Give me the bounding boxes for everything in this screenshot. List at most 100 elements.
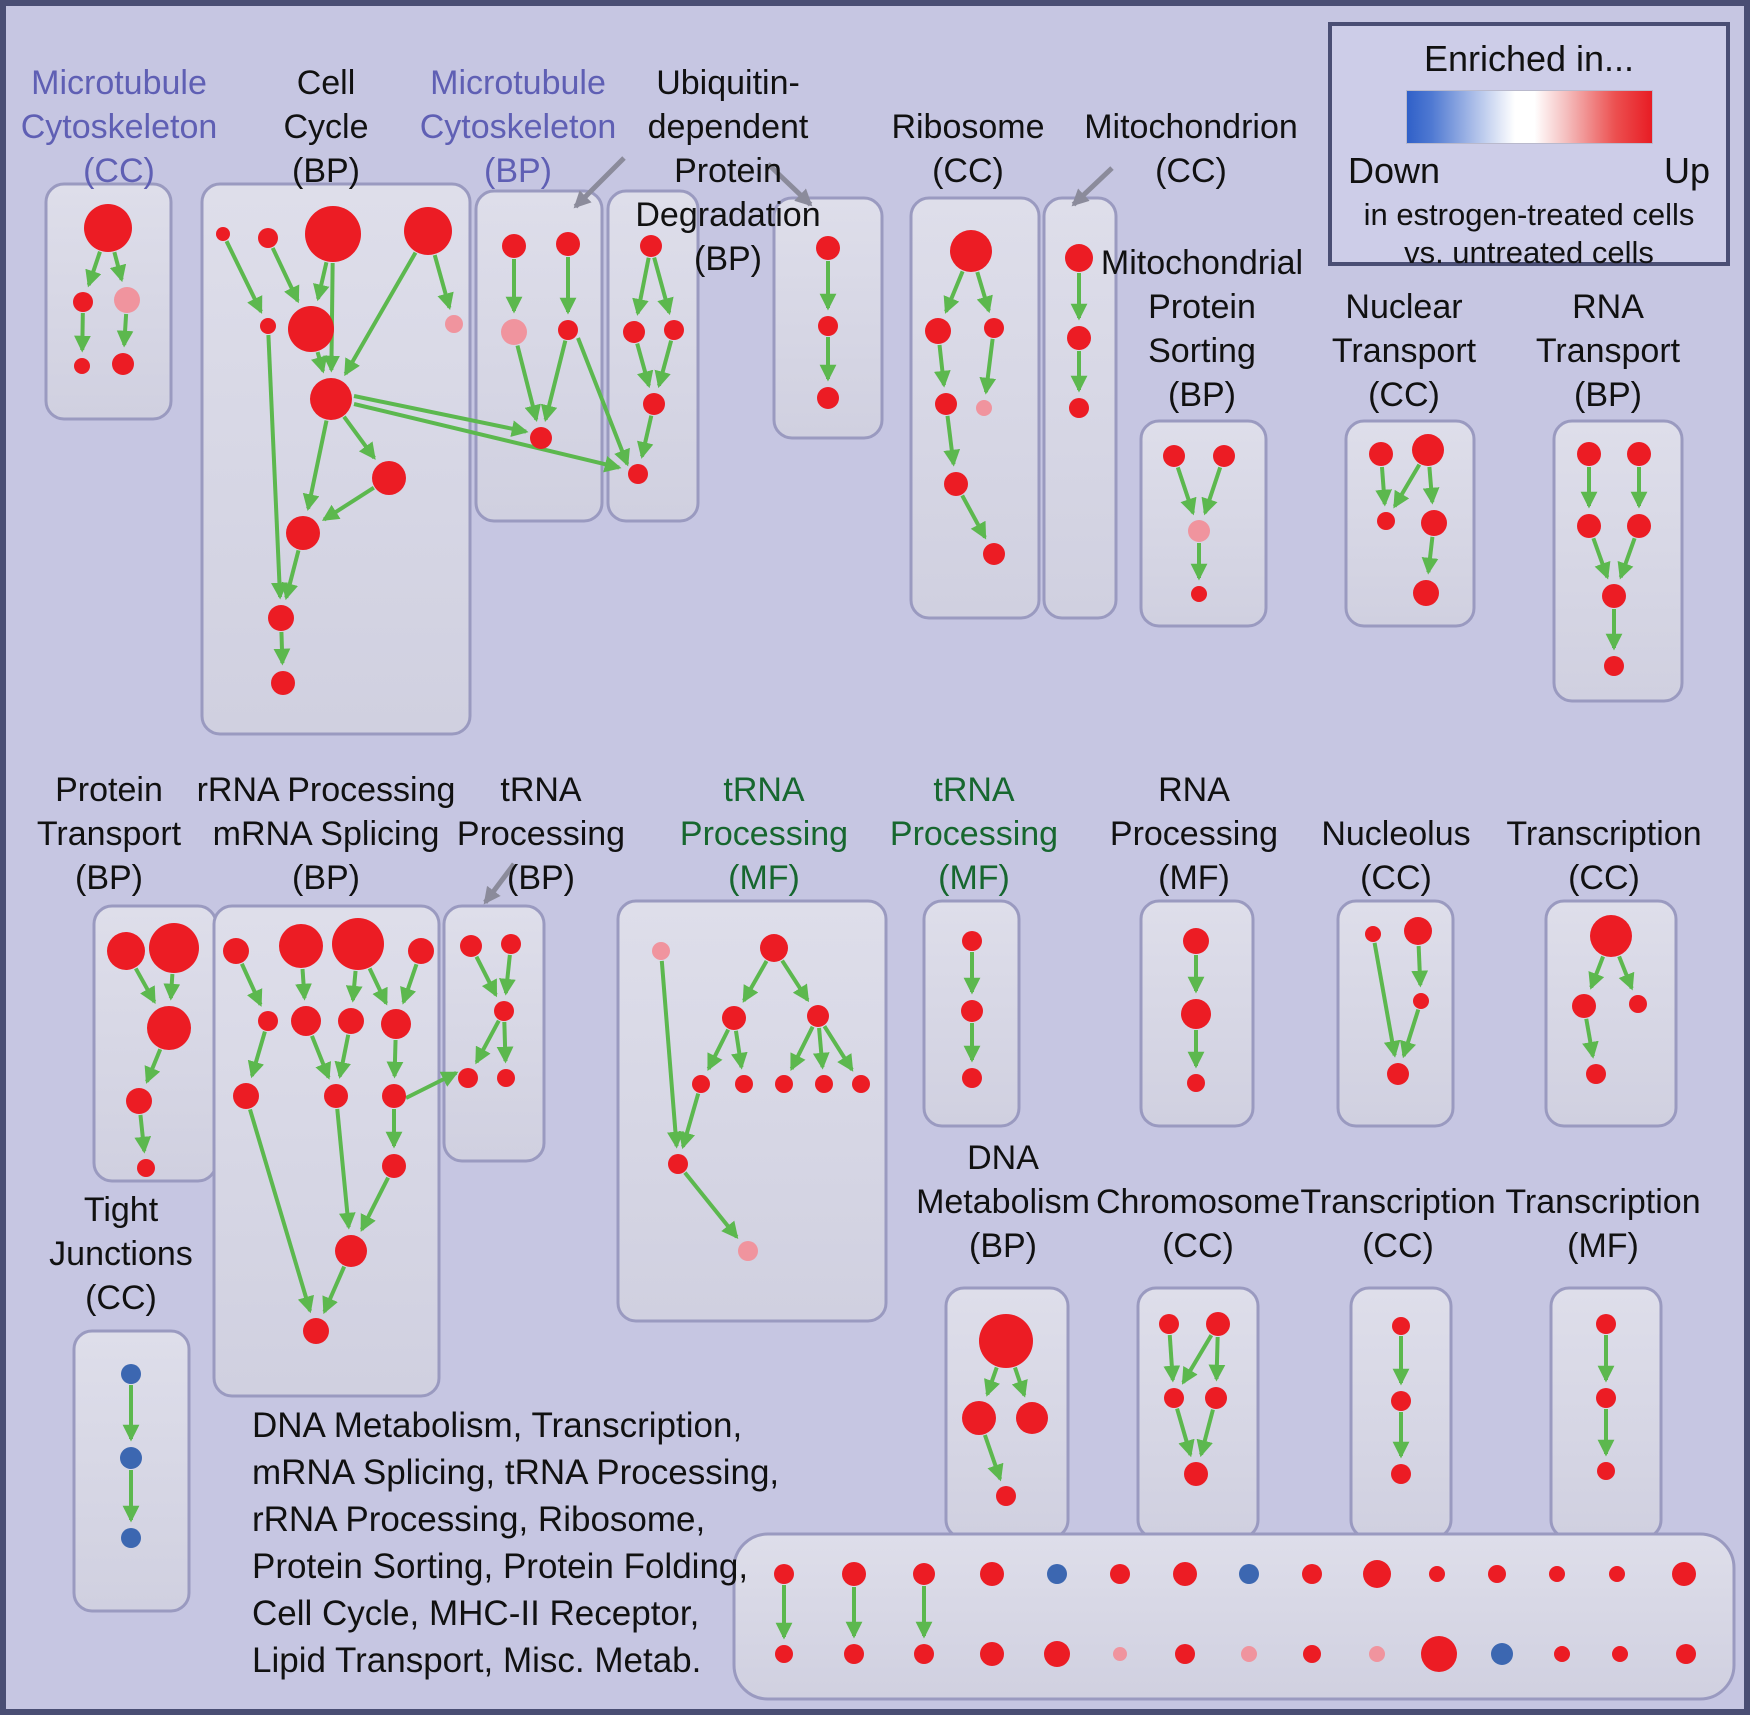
node-misc-cluster-29 bbox=[1676, 1644, 1696, 1664]
node-misc-cluster-26 bbox=[1491, 1643, 1513, 1665]
group-label-rrna-processing-mrna-splicing-line-0: rRNA Processing bbox=[197, 771, 456, 809]
edge-trna-processing-bp-2 bbox=[474, 1019, 501, 1065]
node-microtubule-bp-3 bbox=[558, 320, 578, 340]
node-nucleolus-1 bbox=[1404, 917, 1432, 945]
group-label-protein-transport-line-1: Transport bbox=[37, 815, 182, 853]
node-mitochondrion-1 bbox=[1067, 326, 1091, 350]
node-misc-cluster-17 bbox=[914, 1644, 934, 1664]
node-mitochondrial-protein-sorting-1 bbox=[1213, 445, 1235, 467]
group-label-trna-processing-mf-small-line-2: (MF) bbox=[938, 859, 1010, 897]
group-label-ubiquitin-degradation-b-line-3: Degradation bbox=[635, 196, 820, 234]
group-label-rna-processing-mf-line-2: (MF) bbox=[1158, 859, 1230, 897]
group-label-cell-cycle-line-2: (BP) bbox=[292, 152, 360, 190]
node-misc-cluster-1 bbox=[842, 1562, 866, 1586]
edge-chromosome-1 bbox=[1181, 1334, 1214, 1385]
group-label-rna-transport-line-1: Transport bbox=[1536, 332, 1681, 370]
node-nuclear-transport-2 bbox=[1377, 512, 1395, 530]
edge-protein-transport-3 bbox=[134, 1114, 152, 1154]
edge-ribosome-3 bbox=[979, 338, 997, 395]
node-nuclear-transport-1 bbox=[1412, 434, 1444, 466]
edge-cell-cycle-6 bbox=[311, 351, 328, 374]
group-label-mitochondrial-protein-sorting-line-0: Mitochondrial bbox=[1101, 244, 1303, 282]
label-pointer-arrow-0 bbox=[573, 156, 626, 209]
node-transcription-mf-2 bbox=[1597, 1462, 1615, 1480]
edge-rrna-processing-mrna-splicing-2 bbox=[345, 970, 363, 1003]
legend-gradient-bar bbox=[1405, 90, 1653, 144]
edge-trna-processing-mf-large-1 bbox=[780, 959, 810, 1003]
edge-nuclear-transport-1 bbox=[1392, 463, 1422, 509]
node-rrna-processing-mrna-splicing-9 bbox=[324, 1084, 348, 1108]
node-nucleolus-0 bbox=[1365, 926, 1381, 942]
edge-ribosome-1 bbox=[975, 271, 993, 314]
edge-rrna-processing-mrna-splicing-4 bbox=[400, 963, 419, 1005]
edge-microtubule-cc-1 bbox=[109, 251, 127, 283]
node-microtubule-cc-0 bbox=[84, 204, 132, 252]
group-label-ubiquitin-degradation-b-line-0: Ubiquitin- bbox=[656, 64, 800, 102]
group-label-cell-cycle-line-1: Cycle bbox=[283, 108, 368, 146]
node-misc-cluster-10 bbox=[1429, 1566, 1445, 1582]
edge-cell-cycle-10 bbox=[281, 549, 301, 601]
group-box-chromosome bbox=[1136, 1286, 1260, 1540]
node-cell-cycle-3 bbox=[404, 207, 452, 255]
node-rna-processing-mf-1 bbox=[1181, 999, 1211, 1029]
legend-extremes: Down Up bbox=[1348, 150, 1710, 192]
edge-microtubule-cc-3 bbox=[116, 313, 134, 348]
node-transcription-mf-0 bbox=[1596, 1314, 1616, 1334]
node-rna-transport-2 bbox=[1577, 514, 1601, 538]
edge-ubiquitin-degradation-a-1 bbox=[652, 257, 674, 316]
edge-ubiquitin-degradation-a-4 bbox=[637, 415, 654, 459]
node-misc-cluster-15 bbox=[775, 1645, 793, 1663]
node-misc-cluster-9 bbox=[1363, 1560, 1391, 1588]
node-rrna-processing-mrna-splicing-2 bbox=[332, 918, 384, 970]
node-misc-cluster-0 bbox=[774, 1564, 794, 1584]
node-tight-junctions-1 bbox=[120, 1447, 142, 1469]
group-label-mitochondrion-line-1: (CC) bbox=[1155, 152, 1227, 190]
node-transcription-mf-1 bbox=[1596, 1388, 1616, 1408]
node-misc-cluster-23 bbox=[1303, 1645, 1321, 1663]
group-label-mitochondrial-protein-sorting-line-2: Sorting bbox=[1148, 332, 1256, 370]
node-cell-cycle-2 bbox=[305, 206, 361, 262]
node-mitochondrion-2 bbox=[1069, 398, 1089, 418]
node-misc-cluster-20 bbox=[1113, 1647, 1127, 1661]
node-tight-junctions-0 bbox=[121, 1364, 141, 1384]
node-ribosome-4 bbox=[976, 400, 992, 416]
node-cell-cycle-5 bbox=[260, 318, 276, 334]
node-ubiquitin-degradation-b-1 bbox=[818, 316, 838, 336]
group-label-microtubule-cc-line-2: (CC) bbox=[83, 152, 155, 190]
edge-cell-cycle-7 bbox=[342, 415, 376, 460]
node-trna-processing-mf-large-4 bbox=[692, 1075, 710, 1093]
group-label-rna-processing-mf-line-0: RNA bbox=[1158, 771, 1230, 809]
node-trna-processing-mf-large-6 bbox=[775, 1075, 793, 1093]
group-label-ribosome-line-1: (CC) bbox=[932, 152, 1004, 190]
node-transcription-cc-mid-1 bbox=[1572, 994, 1596, 1018]
label-pointer-arrow-1 bbox=[766, 162, 813, 207]
edge-ribosome-2 bbox=[934, 344, 951, 388]
node-transcription-cc-bottom-0 bbox=[1392, 1317, 1410, 1335]
node-rna-transport-1 bbox=[1627, 442, 1651, 466]
node-cell-cycle-8 bbox=[372, 461, 406, 495]
edge-trna-processing-bp-3 bbox=[496, 1021, 514, 1064]
node-microtubule-cc-2 bbox=[114, 287, 140, 313]
edge-microtubule-bp-2 bbox=[515, 345, 541, 423]
label-pointer-arrow-3 bbox=[483, 862, 517, 905]
node-protein-transport-3 bbox=[126, 1088, 152, 1114]
group-label-microtubule-cc-line-0: Microtubule bbox=[31, 64, 207, 102]
group-label-rna-processing-mf-line-1: Processing bbox=[1110, 815, 1278, 853]
node-microtubule-cc-4 bbox=[112, 353, 134, 375]
node-trna-processing-mf-large-8 bbox=[852, 1075, 870, 1093]
edge-trna-processing-mf-large-7 bbox=[659, 960, 684, 1149]
edge-cell-cycle-9 bbox=[321, 486, 375, 522]
node-cell-cycle-1 bbox=[258, 228, 278, 248]
node-rrna-processing-mrna-splicing-0 bbox=[223, 938, 249, 964]
node-ribosome-0 bbox=[950, 230, 992, 272]
group-label-microtubule-bp-line-1: Cytoskeleton bbox=[420, 108, 617, 146]
group-label-dna-metabolism-line-2: (BP) bbox=[969, 1227, 1037, 1265]
node-nuclear-transport-0 bbox=[1369, 442, 1393, 466]
layer-edges bbox=[74, 156, 1648, 1640]
edge-nuclear-transport-3 bbox=[1421, 536, 1439, 575]
group-label-nuclear-transport-line-2: (CC) bbox=[1368, 376, 1440, 414]
edge-protein-transport-1 bbox=[163, 973, 181, 1001]
node-transcription-cc-mid-0 bbox=[1590, 915, 1632, 957]
node-misc-cluster-12 bbox=[1549, 1566, 1565, 1582]
